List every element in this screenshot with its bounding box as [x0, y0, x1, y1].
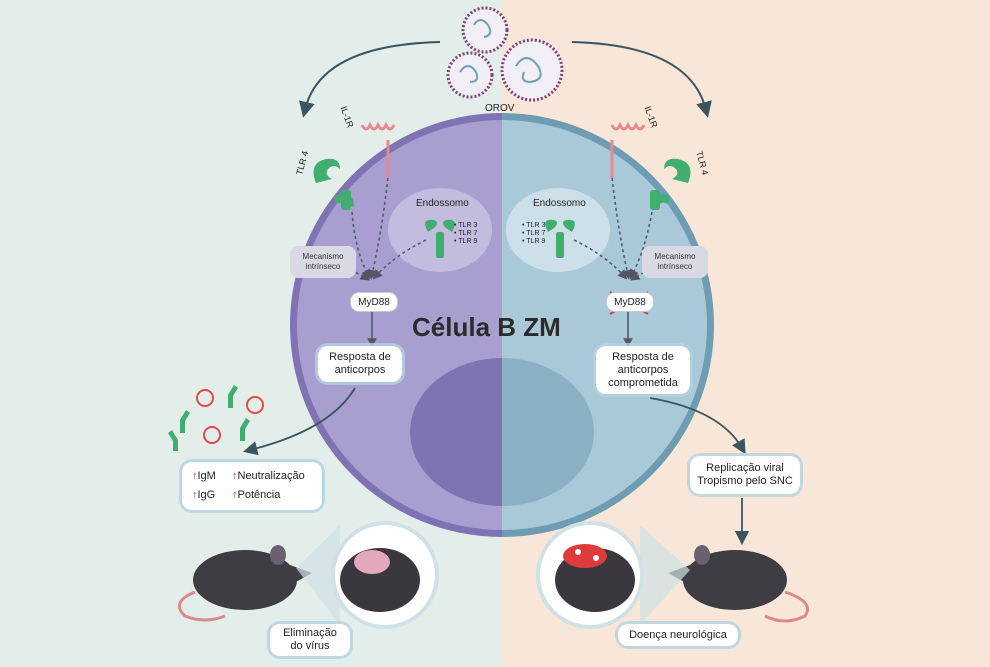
endosome-left	[388, 188, 492, 272]
virus-label: OROV	[485, 103, 515, 114]
outcomes-box: ↑IgM ↑Neutralização ↑IgG ↑Potência	[182, 462, 322, 510]
il1r-receptor-left-icon	[360, 121, 396, 178]
brain-healthy-icon	[354, 550, 390, 574]
brain-infected-icon	[563, 544, 607, 568]
endosome-tlr-left-icon	[425, 219, 455, 258]
zoom-beam-right	[640, 525, 690, 625]
endosome-tlr-list-right: • TLR 3 • TLR 7 • TLR 9	[522, 222, 546, 245]
endosome-label-left: Endossomo	[416, 198, 469, 209]
cell-title: Célula B ZM	[412, 312, 561, 342]
result-box-right: Doença neurológica	[618, 624, 738, 646]
antibody-cluster-icon	[168, 385, 264, 451]
orov-virus-icon	[446, 6, 564, 102]
myd88-left: MyD88	[350, 292, 398, 312]
arrow-virus-right	[571, 41, 712, 118]
arrow-response-replication	[649, 397, 746, 455]
endosome-tlr-list-left: • TLR 3 • TLR 7 • TLR 9	[454, 222, 478, 245]
zoom-beam-left	[296, 525, 340, 625]
endosome-tlr-right-icon	[545, 219, 575, 258]
tlr4-receptor-left-icon	[313, 158, 354, 210]
arrow-response-antibodies	[243, 387, 356, 456]
endosome-right	[506, 188, 610, 272]
myd88-right: MyD88	[606, 292, 654, 312]
il1r-receptor-right-icon	[610, 121, 646, 178]
arrow-virus-left	[299, 41, 441, 118]
endosome-label-right: Endossomo	[533, 198, 586, 209]
tlr4-receptor-right-icon	[650, 158, 691, 210]
